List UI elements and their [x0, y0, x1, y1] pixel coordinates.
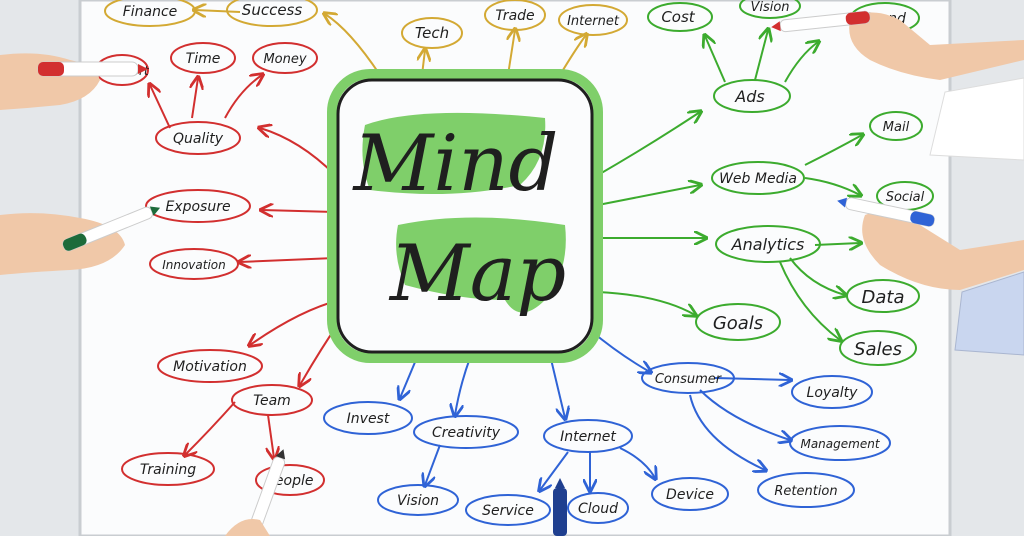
svg-text:Motivation: Motivation	[173, 359, 247, 375]
svg-text:Vision: Vision	[750, 0, 789, 15]
node-training: Training	[121, 452, 215, 486]
node-money: Money	[252, 42, 318, 74]
svg-text:Web Media: Web Media	[719, 171, 797, 187]
node-data: Data	[846, 279, 920, 313]
node-motivation: Motivation	[157, 349, 263, 383]
svg-text:Social: Social	[886, 190, 925, 205]
node-team: Team	[231, 384, 313, 416]
node-internet-bottom: Internet	[543, 419, 633, 453]
svg-text:Team: Team	[253, 393, 291, 409]
svg-text:Success: Success	[242, 1, 303, 19]
node-finance: Finance	[104, 0, 196, 27]
node-cost: Cost	[647, 2, 713, 32]
svg-text:Innovation: Innovation	[162, 258, 226, 272]
node-goals: Goals	[695, 303, 781, 341]
node-consumer: Consumer	[641, 362, 735, 394]
node-device: Device	[651, 477, 729, 511]
central-topic: Mind Map	[327, 69, 603, 363]
svg-text:Vision: Vision	[397, 493, 439, 509]
node-sales: Sales	[839, 330, 917, 366]
center-title-line1: Mind	[352, 119, 559, 209]
svg-text:Training: Training	[140, 462, 196, 478]
svg-text:Mail: Mail	[883, 120, 910, 135]
node-quality: Quality	[155, 121, 241, 155]
hand-mid-left	[0, 206, 161, 275]
node-vision-bottom: Vision	[377, 484, 459, 516]
node-internet-top: Internet	[558, 4, 628, 36]
node-retention: Retention	[757, 472, 855, 508]
svg-text:Trade: Trade	[495, 8, 534, 24]
marker-bottom-red	[225, 449, 286, 536]
blue-connectors	[400, 329, 790, 490]
svg-text:Sales: Sales	[854, 339, 902, 360]
node-innovation: Innovation	[149, 248, 239, 280]
svg-text:Device: Device	[666, 487, 714, 503]
svg-text:Service: Service	[482, 503, 534, 519]
svg-text:Data: Data	[862, 287, 905, 308]
svg-text:Internet: Internet	[567, 14, 620, 29]
node-invest: Invest	[323, 401, 413, 435]
node-web-media: Web Media	[711, 161, 805, 195]
svg-text:Exposure: Exposure	[165, 199, 230, 215]
svg-text:Cost: Cost	[661, 8, 695, 26]
svg-text:Consumer: Consumer	[655, 372, 723, 387]
node-ads: Ads	[713, 79, 791, 113]
svg-text:Ads: Ads	[734, 87, 764, 106]
svg-text:Creativity: Creativity	[432, 425, 501, 441]
svg-text:Invest: Invest	[347, 411, 390, 427]
node-exposure: Exposure	[145, 189, 251, 223]
hand-top-left	[0, 53, 148, 110]
svg-text:Goals: Goals	[713, 313, 763, 334]
node-cloud: Cloud	[567, 492, 629, 524]
node-vision-top: Vision	[739, 0, 801, 19]
svg-text:Finance: Finance	[123, 4, 178, 20]
marker-bottom-blue	[553, 478, 567, 536]
svg-text:Retention: Retention	[774, 484, 837, 499]
svg-text:Money: Money	[263, 52, 306, 67]
node-analytics: Analytics	[715, 225, 821, 263]
node-mail: Mail	[869, 111, 923, 141]
svg-text:Internet: Internet	[560, 429, 616, 445]
node-service: Service	[465, 494, 551, 526]
svg-text:Loyalty: Loyalty	[807, 385, 859, 401]
node-tech: Tech	[401, 17, 463, 49]
svg-text:Cloud: Cloud	[578, 501, 618, 517]
hand-mid-right	[837, 197, 1024, 356]
svg-text:Management: Management	[800, 437, 880, 451]
node-creativity: Creativity	[413, 415, 519, 449]
svg-text:Tech: Tech	[415, 24, 449, 42]
svg-text:Time: Time	[186, 51, 221, 67]
green-connectors	[597, 30, 862, 340]
svg-text:Quality: Quality	[173, 131, 224, 147]
node-loyalty: Loyalty	[791, 375, 873, 409]
node-trade: Trade	[484, 0, 546, 31]
node-management: Management	[789, 425, 891, 461]
hand-top-right	[771, 10, 1024, 161]
svg-text:Analytics: Analytics	[731, 235, 805, 254]
node-time: Time	[170, 42, 236, 74]
node-success: Success	[226, 0, 318, 27]
center-title-line2: Map	[388, 229, 566, 319]
